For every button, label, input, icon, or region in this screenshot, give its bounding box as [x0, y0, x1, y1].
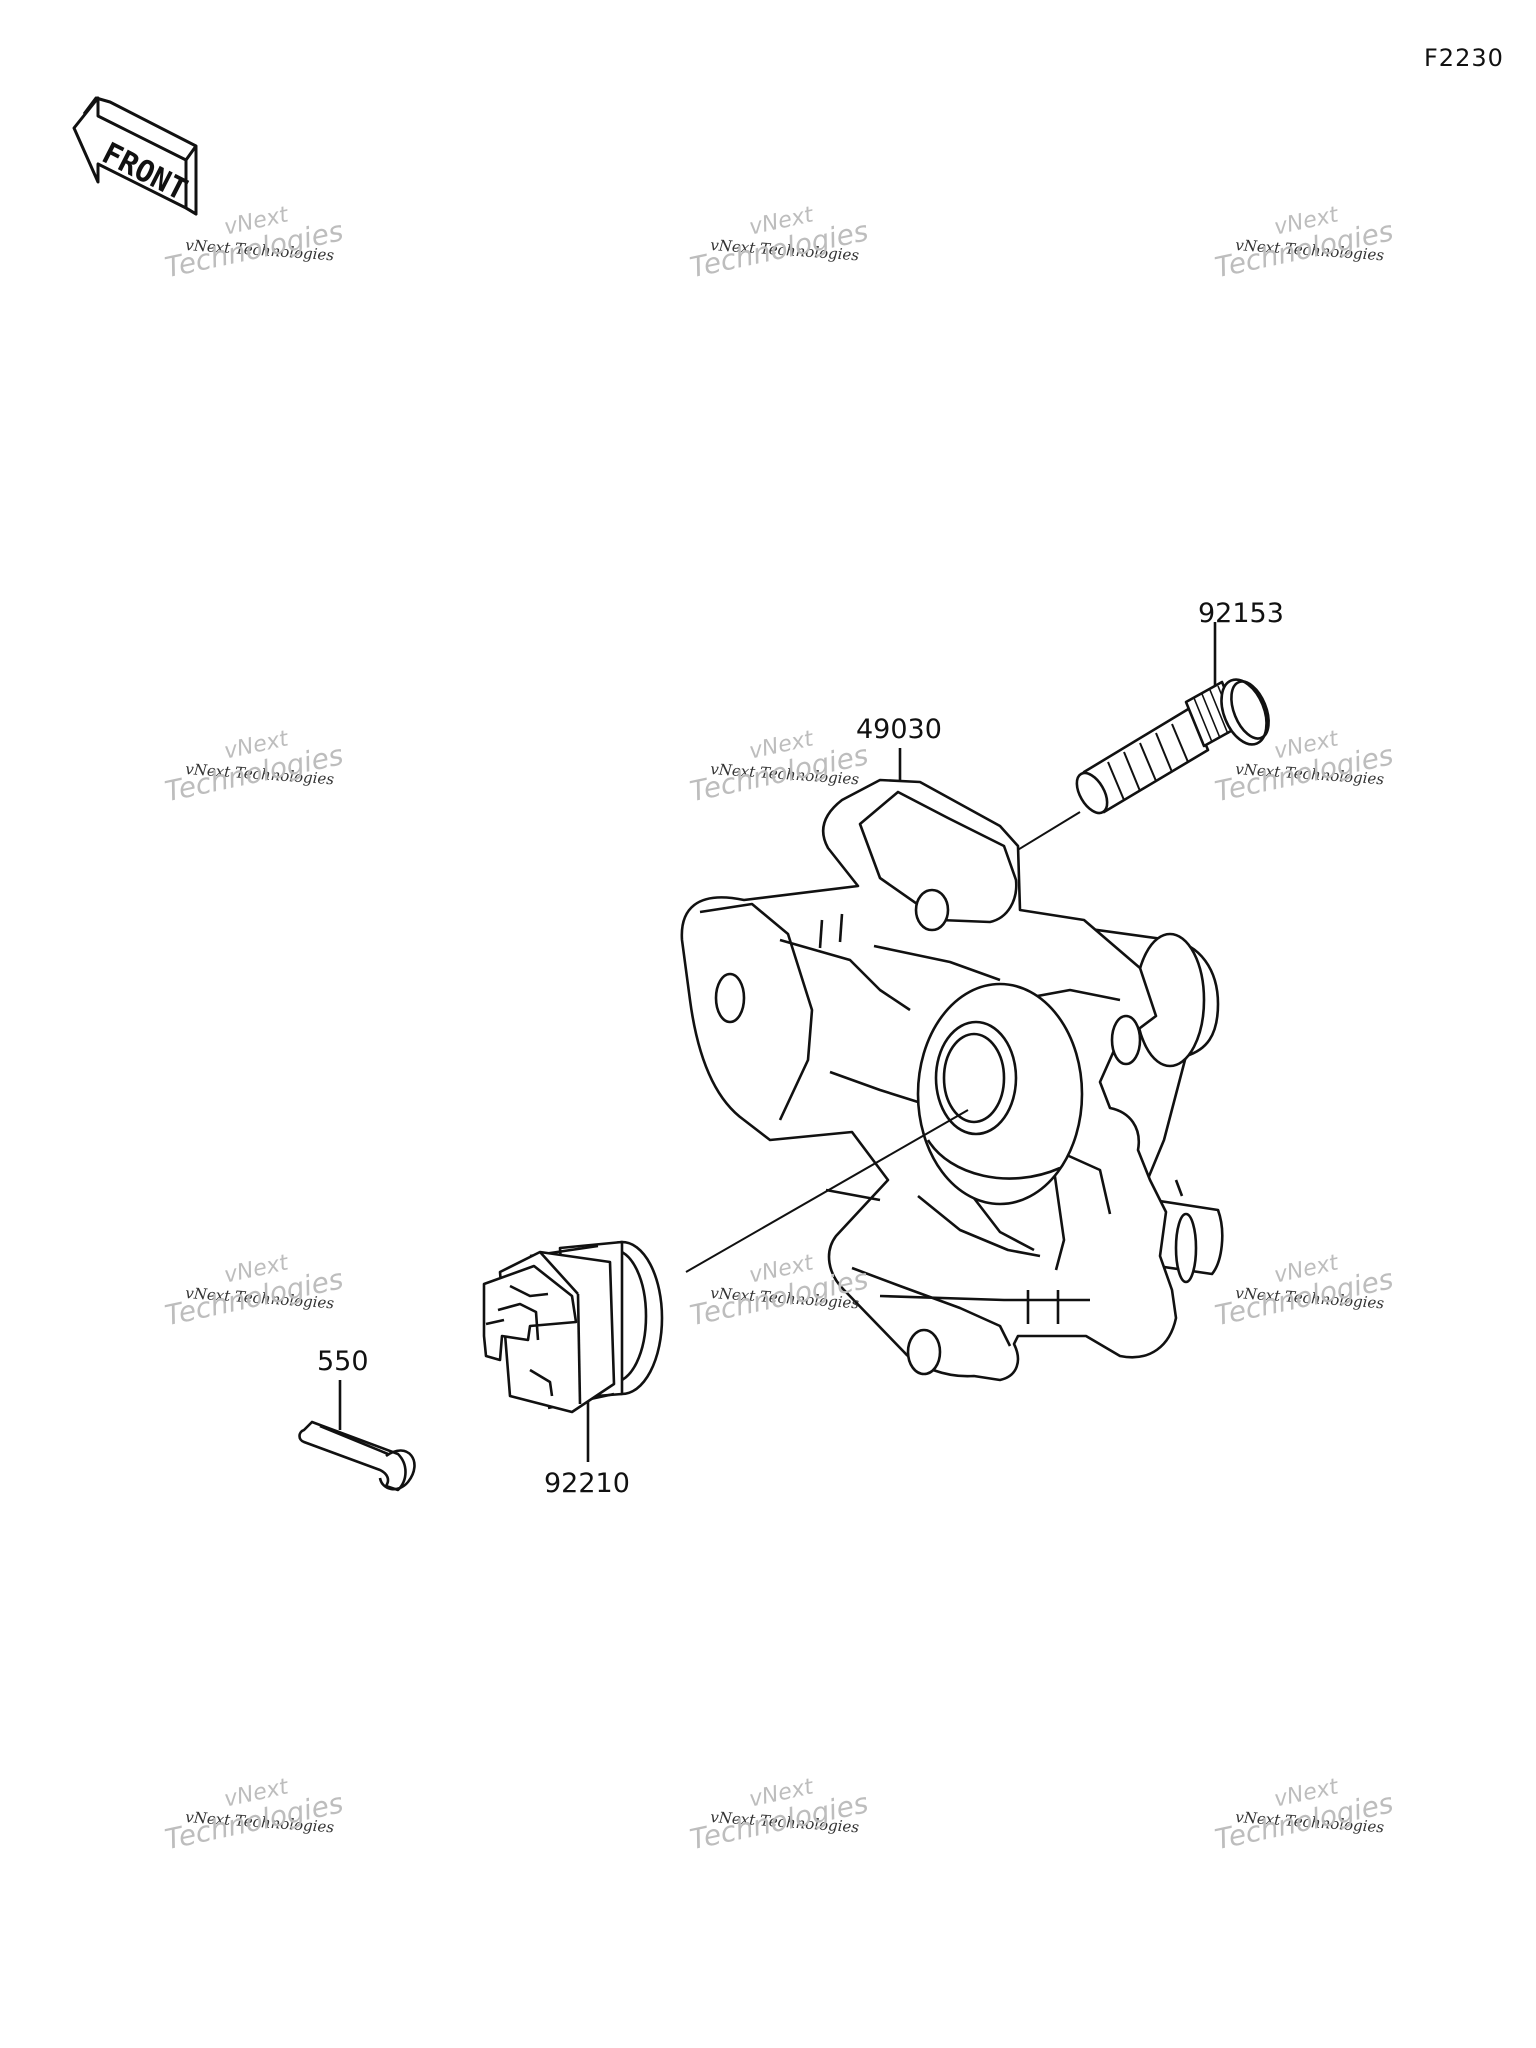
front-arrow-icon: FRONT	[72, 96, 198, 216]
part-label-92153: 92153	[1198, 598, 1284, 629]
figure-code: F2230	[1424, 44, 1504, 72]
part-label-92210: 92210	[544, 1468, 630, 1499]
castle-nut-drawing	[482, 1240, 664, 1462]
part-label-550: 550	[317, 1346, 369, 1377]
cotter-pin-drawing	[298, 1380, 416, 1492]
wheel-hub-drawing	[680, 748, 1224, 1382]
part-label-49030: 49030	[856, 714, 942, 745]
